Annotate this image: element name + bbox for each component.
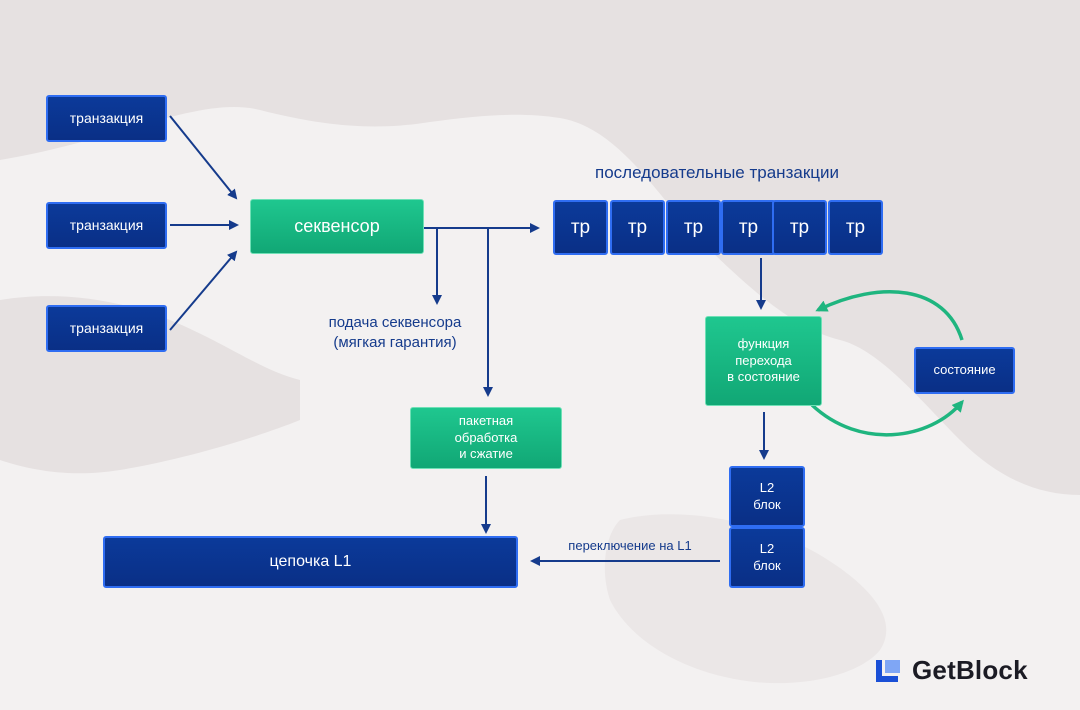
- l2-block-1: L2 блок: [729, 466, 805, 527]
- getblock-logo-text: GetBlock: [912, 655, 1028, 685]
- arrow-tx1-to-sequencer: [169, 115, 238, 200]
- batch-compression-box: пакетная обработка и сжатие: [410, 407, 562, 469]
- tx-cell: тр: [828, 200, 883, 255]
- transaction-box-3: транзакция: [46, 305, 167, 352]
- getblock-logo: GetBlock: [876, 655, 1028, 686]
- loop-arrow-transition-to-state: [810, 399, 964, 437]
- ordered-transactions-label: последовательные транзакции: [594, 163, 839, 182]
- state-box: состояние: [914, 347, 1015, 394]
- transaction-box-2: транзакция: [46, 202, 167, 249]
- tx-cell: тр: [721, 200, 776, 255]
- background-blob-top: [0, 0, 1080, 495]
- tx-cell: тр: [666, 200, 721, 255]
- getblock-logo-icon: [876, 659, 900, 682]
- tx-cell: тр: [553, 200, 608, 255]
- tx-cell: тр: [772, 200, 827, 255]
- sequencer-feed-label: подача секвенсора (мягкая гарантия): [328, 314, 462, 352]
- background-blob-right: [604, 514, 887, 684]
- switch-to-l1-label: переключение на L1: [568, 538, 692, 553]
- l1-chain-box: цепочка L1: [103, 536, 518, 588]
- l2-block-2: L2 блок: [729, 527, 805, 588]
- arrow-tx3-to-sequencer: [169, 250, 238, 331]
- state-transition-function-box: функция перехода в состояние: [705, 316, 822, 406]
- tx-cell: тр: [610, 200, 665, 255]
- sequencer-box: секвенсор: [250, 199, 424, 254]
- transaction-box-1: транзакция: [46, 95, 167, 142]
- loop-arrow-state-to-transition: [815, 290, 964, 341]
